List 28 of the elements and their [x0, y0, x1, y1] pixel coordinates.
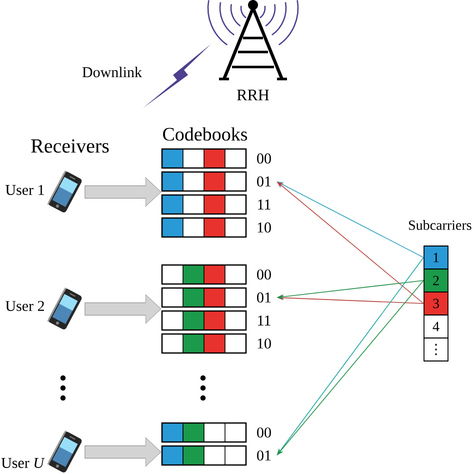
code-label: 10	[258, 222, 271, 233]
code-label: 01	[257, 292, 271, 303]
code-label: 01	[257, 176, 271, 187]
subcarrier-cell: 1	[424, 246, 448, 270]
text-label: Subcarriers	[409, 220, 472, 230]
codebook-rows	[161, 148, 247, 238]
user-label: User 2	[6, 300, 44, 312]
subcarrier-cell: ⋮	[424, 338, 448, 362]
code-label: 10	[258, 338, 271, 349]
code-label: 00	[257, 269, 271, 280]
code-label: 01	[257, 450, 271, 461]
code-label: 11	[258, 316, 270, 326]
subcarrier-cell: 4	[424, 314, 448, 338]
user-label: User U	[1, 458, 45, 468]
code-label: 11	[258, 200, 270, 210]
codebook-rows	[161, 264, 247, 354]
code-label: 00	[257, 427, 271, 438]
text-label: Downlink	[82, 66, 142, 78]
user-label: User 1	[6, 184, 44, 196]
code-label: 00	[257, 153, 271, 164]
codebook-rows	[161, 422, 247, 466]
picture	[47, 170, 78, 208]
subcarrier-cell: 2	[424, 268, 448, 292]
subcarrier-cell: 3	[424, 292, 448, 316]
picture	[47, 288, 78, 325]
text-label: RRH	[237, 90, 269, 100]
text-label: Receivers	[31, 139, 109, 153]
picture	[47, 430, 78, 468]
